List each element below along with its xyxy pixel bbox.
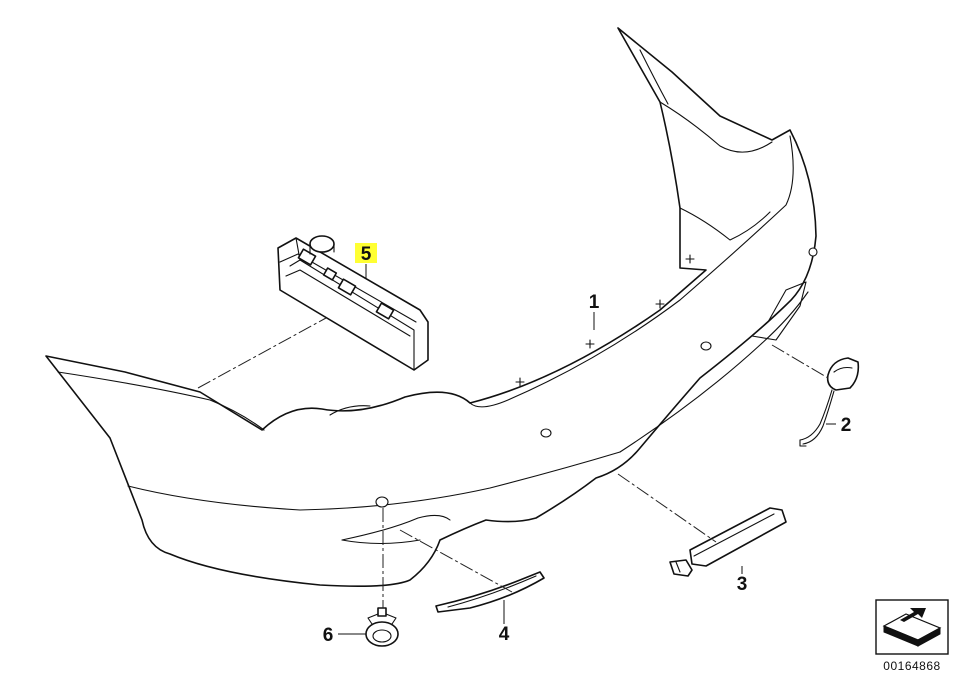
rear-bumper-panel[interactable] — [45, 27, 818, 588]
callout-4[interactable]: 4 — [499, 624, 510, 645]
assembly-line-bracket — [197, 317, 327, 389]
callout-3[interactable]: 3 — [737, 574, 748, 595]
callout-2[interactable]: 2 — [841, 415, 852, 436]
mounting-bracket[interactable] — [277, 235, 429, 371]
pdc-sensor[interactable] — [365, 607, 399, 647]
assembly-line-strip — [399, 529, 513, 593]
callout-5[interactable]: 5 — [361, 244, 372, 265]
arrow-direction-icon — [882, 608, 942, 647]
cover-cap[interactable] — [799, 357, 860, 447]
callout-6[interactable]: 6 — [323, 625, 334, 646]
assembly-line-cap — [771, 344, 829, 379]
diffuser-trim-strip[interactable] — [435, 571, 545, 613]
callout-5-highlight — [355, 243, 377, 263]
callout-1[interactable]: 1 — [589, 292, 600, 313]
side-reflector[interactable] — [669, 507, 787, 577]
orientation-icon-box — [875, 599, 949, 655]
diagram-number: 00164868 — [883, 659, 940, 673]
assembly-line-reflector — [617, 473, 717, 543]
